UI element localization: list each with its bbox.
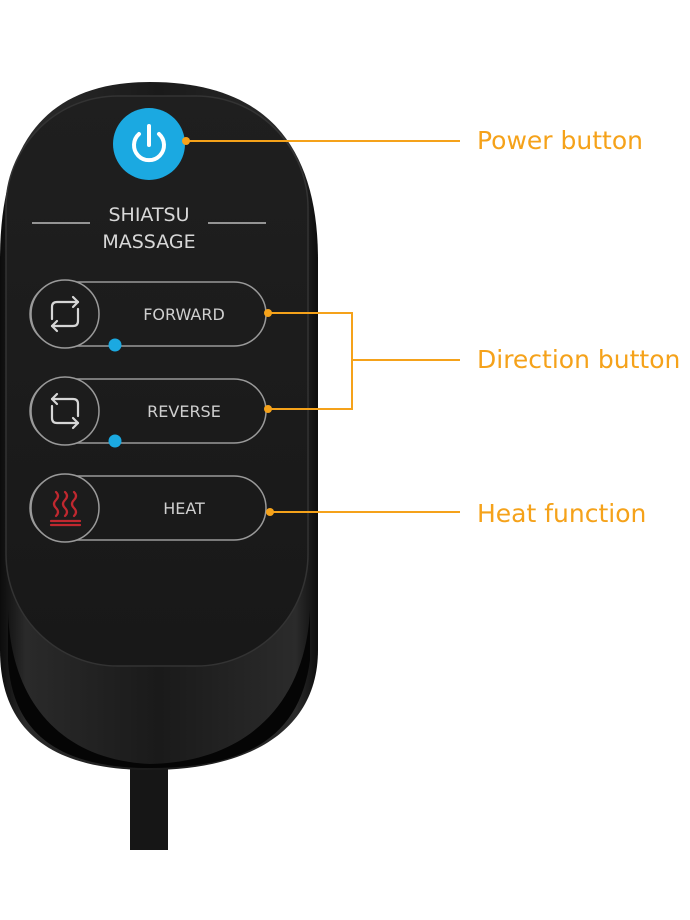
remote-title-line1: SHIATSU bbox=[108, 204, 189, 226]
heat-function-callout: Heat function bbox=[477, 499, 647, 528]
reverse-cycle-icon bbox=[50, 392, 80, 430]
heat-anchor-dot bbox=[266, 508, 274, 516]
reverse-anchor-dot bbox=[264, 405, 272, 413]
forward-icon-ring bbox=[30, 279, 100, 349]
heat-label: HEAT bbox=[163, 499, 205, 518]
remote-title-line2: MASSAGE bbox=[102, 231, 195, 253]
callout-anchor-dots bbox=[182, 137, 274, 516]
power-button-callout: Power button bbox=[477, 126, 643, 155]
callout-leaders bbox=[186, 140, 460, 513]
reverse-icon-ring bbox=[30, 376, 100, 446]
forward-button[interactable]: FORWARD bbox=[29, 279, 267, 352]
power-button[interactable] bbox=[113, 108, 185, 180]
power-icon bbox=[132, 124, 166, 163]
reverse-label: REVERSE bbox=[147, 402, 221, 421]
heat-button[interactable]: HEAT bbox=[29, 473, 267, 543]
reverse-indicator-led bbox=[108, 434, 122, 448]
power-anchor-dot bbox=[182, 137, 190, 145]
forward-indicator-led bbox=[108, 338, 122, 352]
forward-anchor-dot bbox=[264, 309, 272, 317]
direction-button-callout: Direction button bbox=[477, 345, 681, 374]
forward-cycle-icon bbox=[50, 295, 80, 333]
forward-label: FORWARD bbox=[143, 305, 225, 324]
heat-waves-icon bbox=[49, 490, 82, 527]
